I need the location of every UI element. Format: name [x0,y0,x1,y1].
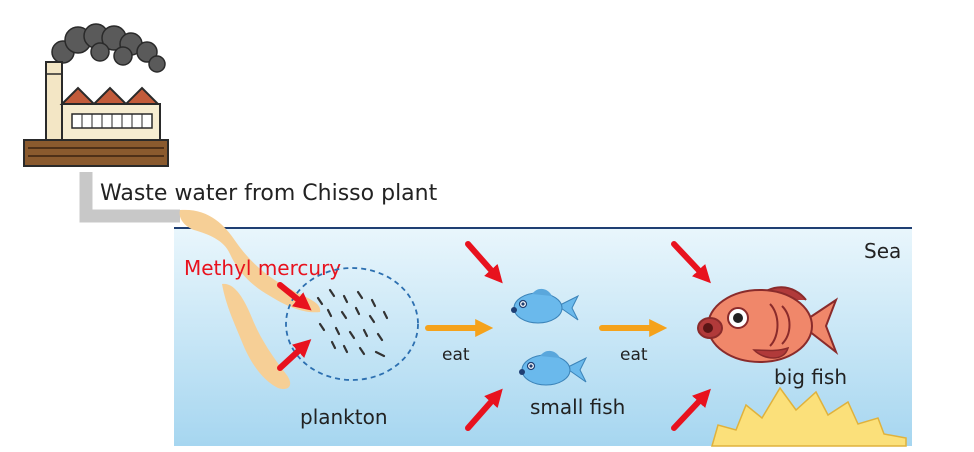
pollutant-label: Methyl mercury [184,256,341,280]
sun-icon [711,386,907,447]
waste-pipe [79,172,180,223]
small-fish-icon [511,288,580,324]
big-fish-label: big fish [774,365,847,389]
mercury-arrow [277,339,312,371]
mercury-arrow [465,388,503,431]
factory-icon [23,23,169,167]
small-fish-icon [519,350,588,386]
plankton-group-outline [285,267,419,381]
mercury-arrow [465,241,503,284]
mercury-arrow [671,241,711,284]
sea-label: Sea [864,239,901,263]
eat-label-1: eat [442,345,470,365]
source-label: Waste water from Chisso plant [100,181,438,206]
mercury-arrow [277,282,312,311]
eat-label-2: eat [620,345,648,365]
small-fish-label: small fish [530,395,625,419]
plankton-specks [316,288,389,358]
mercury-arrow [671,388,711,431]
big-fish-icon [697,286,839,363]
mercury-arrows [277,241,711,431]
plankton-label: plankton [300,405,388,429]
